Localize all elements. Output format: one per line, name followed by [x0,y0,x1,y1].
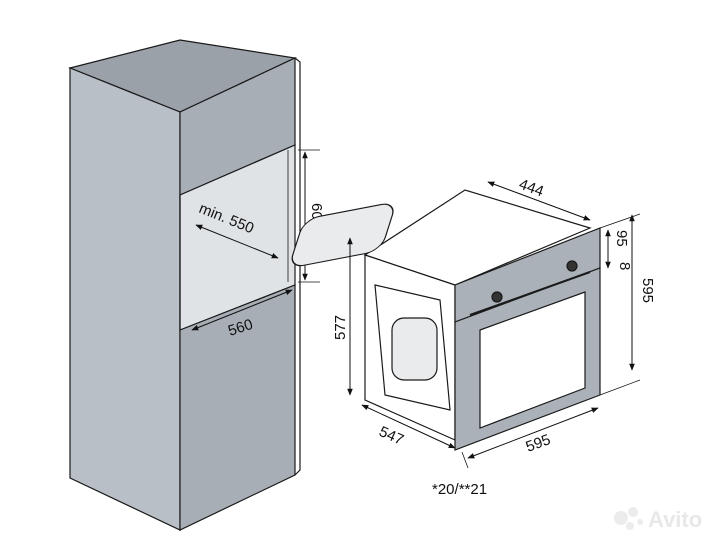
oven-panel-label-b: 95 [613,230,630,247]
oven-side-window [391,317,438,381]
oven-dimensions [347,181,641,469]
cabinet-edge [294,57,301,476]
avito-dots-icon [614,507,643,530]
oven-door-handle [469,271,591,316]
oven-door-glass [479,291,586,429]
footnote-label: *20/**21 [432,481,487,498]
oven-knob-left [491,291,503,303]
watermark: Avito [614,507,702,532]
dim-547-line [361,404,456,449]
watermark-text: Avito [648,507,702,532]
cabinet-depth-dimension: 560 [191,289,293,340]
oven-top-depth-label: 444 [517,176,546,201]
cabinet-left-side [69,67,181,531]
oven-body-height-label: 577 [332,315,349,340]
oven-panel-label-a: 8 [616,262,633,270]
oven-front-height-label: 595 [639,278,656,303]
tall-cabinet [68,39,301,531]
oven-top-recess [291,203,394,267]
dim-595-width-line [467,407,599,459]
oven-knob-right [566,260,578,272]
oven-body-depth-label: 547 [376,423,406,449]
cabinet-depth-label: 560 [226,316,255,340]
dim-444-line [487,181,591,221]
